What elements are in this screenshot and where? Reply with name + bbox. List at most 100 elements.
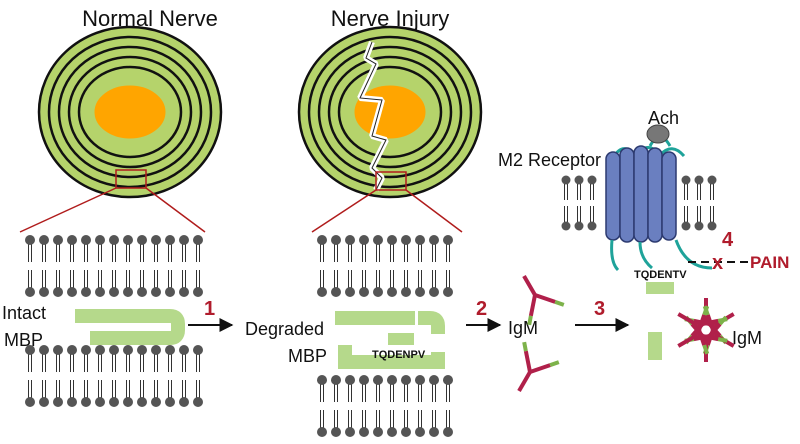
lipid-head xyxy=(81,235,91,245)
antibody-tip xyxy=(549,360,560,368)
lipid-head xyxy=(317,235,327,245)
lipid-head xyxy=(387,375,397,385)
antibody-tip xyxy=(522,341,528,352)
lipid-head xyxy=(415,235,425,245)
lipid-head xyxy=(137,287,147,297)
lipid-head xyxy=(39,287,49,297)
antibody-stem xyxy=(677,333,699,348)
antibody-tip xyxy=(717,317,728,323)
lipid-head xyxy=(67,287,77,297)
degraded-mbp-fragment xyxy=(388,333,414,345)
lipid-head xyxy=(415,375,425,385)
antibody-stem xyxy=(517,371,532,393)
degraded-mbp-fragment xyxy=(335,311,415,325)
lipid-head xyxy=(151,287,161,297)
membrane-normal-lower xyxy=(25,345,203,407)
lipid-head xyxy=(179,345,189,355)
lipid-head xyxy=(25,397,35,407)
injury-crack-outline xyxy=(359,41,387,191)
degraded-mbp-fragment xyxy=(646,282,674,294)
lipid-head xyxy=(165,345,175,355)
lipid-head xyxy=(95,345,105,355)
lipid-head xyxy=(681,221,691,231)
lipid-head xyxy=(317,427,327,437)
lipid-head xyxy=(429,427,439,437)
lipid-head xyxy=(95,397,105,407)
membrane-receptor xyxy=(561,175,717,231)
zoom-box-injury xyxy=(375,171,407,191)
lipid-head xyxy=(67,345,77,355)
step-number-3: 3 xyxy=(594,298,605,320)
antibody-tip xyxy=(717,337,728,343)
lipid-head xyxy=(694,175,704,185)
lipid-head xyxy=(25,287,35,297)
degraded-mbp-fragment xyxy=(648,332,662,360)
lipid-head xyxy=(345,427,355,437)
antibody-arm xyxy=(523,350,532,373)
lipid-head xyxy=(137,235,147,245)
lipid-head xyxy=(109,235,119,245)
igm-antibody xyxy=(522,274,565,326)
lipid-head xyxy=(373,375,383,385)
lipid-head xyxy=(331,375,341,385)
label-intact-mbp: MBP xyxy=(4,330,43,350)
lipid-head xyxy=(165,235,175,245)
membrane-normal-upper xyxy=(25,235,203,297)
lipid-head xyxy=(387,427,397,437)
degraded-mbp-fragment xyxy=(338,345,445,369)
antibody-tip xyxy=(554,299,565,307)
zoom-line-injury-left xyxy=(311,189,377,233)
lipid-head xyxy=(193,397,203,407)
lipid-head xyxy=(359,235,369,245)
lipid-head xyxy=(401,427,411,437)
acetylcholine-ligand xyxy=(646,124,670,144)
lipid-head xyxy=(165,287,175,297)
step-number-2: 2 xyxy=(476,298,487,320)
lipid-head xyxy=(193,235,203,245)
label-ach: Ach xyxy=(648,108,679,128)
lipid-head xyxy=(53,287,63,297)
title-normal-nerve: Normal Nerve xyxy=(82,6,218,31)
lipid-head xyxy=(81,397,91,407)
antibody-stem xyxy=(677,312,699,327)
zoom-line-normal-right xyxy=(145,187,206,233)
lipid-head xyxy=(123,397,133,407)
lipid-head xyxy=(694,221,704,231)
lipid-head xyxy=(317,287,327,297)
label-degraded: Degraded xyxy=(245,319,324,339)
lipid-head xyxy=(109,345,119,355)
lipid-head xyxy=(39,345,49,355)
lipid-head xyxy=(193,287,203,297)
lipid-head xyxy=(123,345,133,355)
lipid-head xyxy=(81,287,91,297)
lipid-head xyxy=(179,287,189,297)
zoom-line-injury-right xyxy=(405,189,463,233)
lipid-head xyxy=(345,235,355,245)
lipid-head xyxy=(345,287,355,297)
lipid-head xyxy=(387,287,397,297)
step-number-4: 4 xyxy=(722,229,734,251)
lipid-head xyxy=(587,221,597,231)
antibody-arm xyxy=(534,293,556,304)
step-number-1: 1 xyxy=(204,298,215,320)
lipid-head xyxy=(53,235,63,245)
lipid-head xyxy=(443,235,453,245)
normal-nerve-cross-section xyxy=(37,25,223,199)
label-peptide-receptor: TQDENTV xyxy=(634,269,687,281)
axon-core xyxy=(354,85,426,139)
lipid-head xyxy=(137,397,147,407)
degraded-mbp-fragment xyxy=(418,311,445,334)
lipid-head xyxy=(179,235,189,245)
lipid-head xyxy=(373,287,383,297)
lipid-head xyxy=(151,235,161,245)
lipid-head xyxy=(95,287,105,297)
lipid-head xyxy=(415,287,425,297)
zoom-box-normal xyxy=(115,169,147,189)
lipid-head xyxy=(123,287,133,297)
label-pain: PAIN xyxy=(750,253,789,272)
antibody-tip xyxy=(702,344,710,355)
lipid-head xyxy=(574,175,584,185)
lipid-head xyxy=(373,235,383,245)
lipid-head xyxy=(67,397,77,407)
